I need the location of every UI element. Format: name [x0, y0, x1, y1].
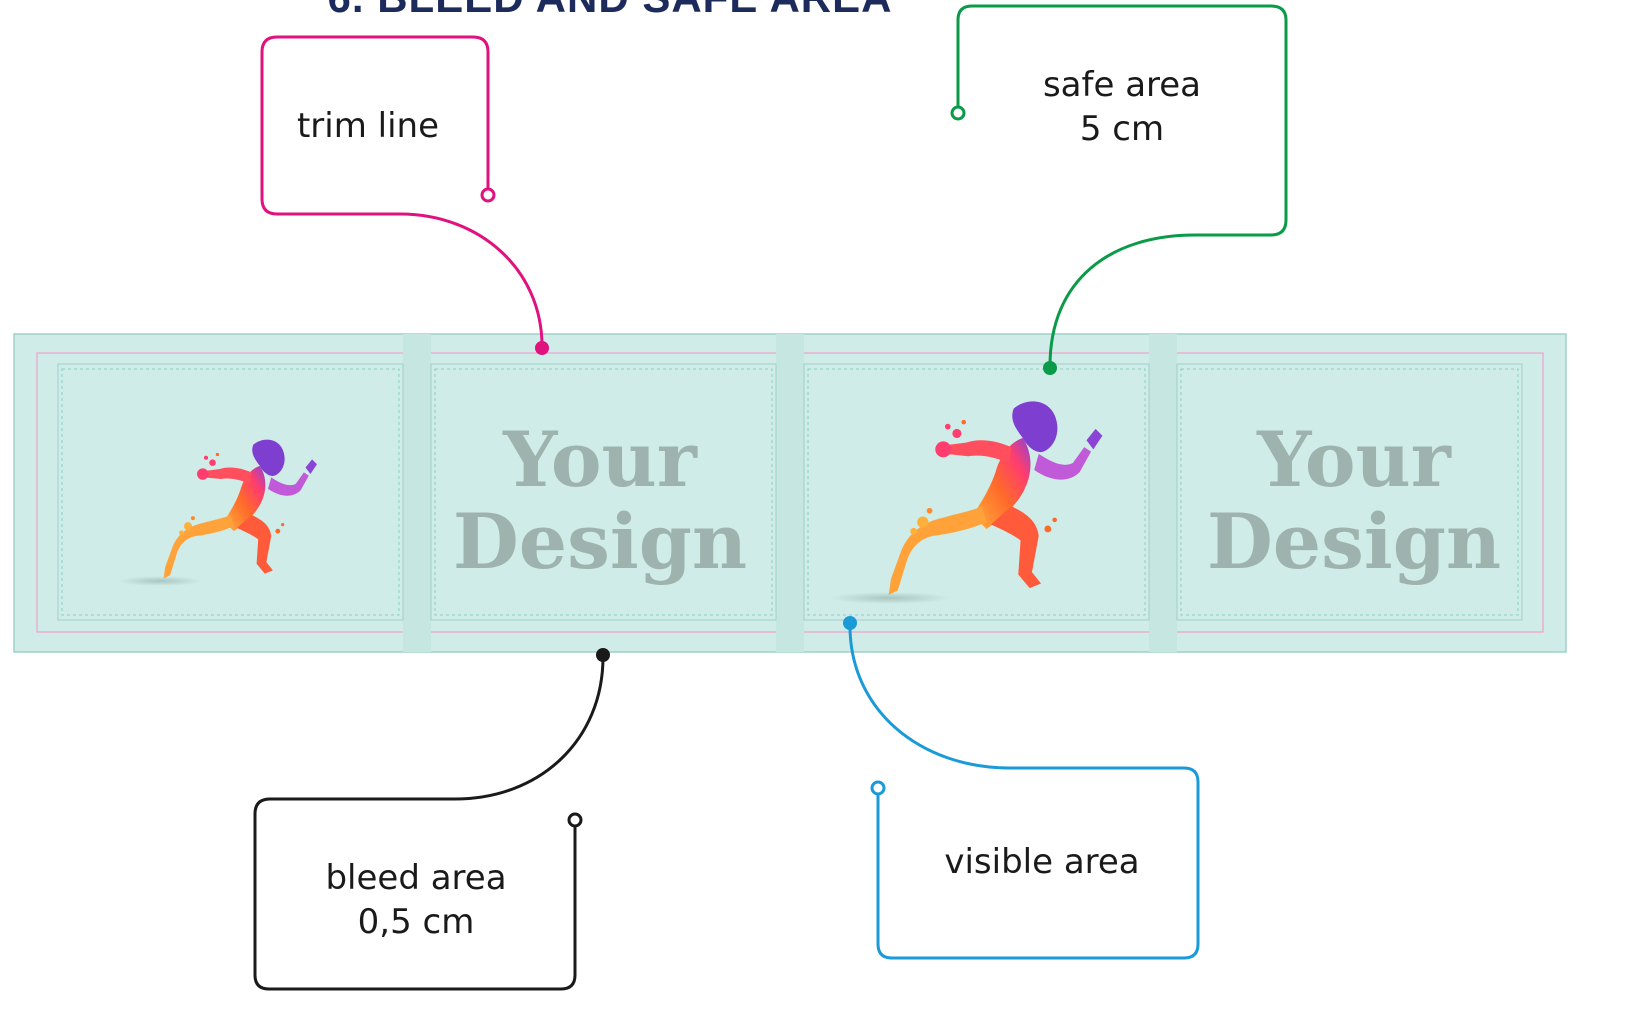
- connector-end-dot: [535, 341, 549, 355]
- callout-safe-label-line2: 5 cm: [1080, 109, 1164, 149]
- callout-bleed-label-line1: bleed area: [325, 858, 506, 898]
- callout-connector: [253, 656, 605, 991]
- panel-frame: [803, 363, 1150, 621]
- safe-area-rect: [807, 368, 1146, 616]
- diagram-title: 6. BLEED AND SAFE AREA: [328, 0, 893, 21]
- callout-connector: [848, 625, 1200, 960]
- panel-gap: [403, 334, 431, 652]
- callout-bleed-label-line2: 0,5 cm: [358, 902, 475, 942]
- callout-connector: [956, 4, 1288, 367]
- panel-1: [57, 363, 404, 621]
- panel-gap: [1149, 334, 1177, 652]
- design-text-line2: Design: [1207, 497, 1501, 586]
- connector-start-dot: [950, 105, 966, 121]
- runner-shadow: [830, 592, 950, 604]
- connector-end-dot: [843, 616, 857, 630]
- design-text-line1: Your: [502, 415, 698, 504]
- connector-end-dot: [596, 648, 610, 662]
- panel-frame: [430, 363, 777, 621]
- callout-safe-area: safe area 5 cm: [950, 4, 1288, 375]
- callout-connector: [260, 35, 544, 347]
- panel-frame: [1176, 363, 1523, 621]
- panel-frame: [57, 363, 404, 621]
- callout-visible-area: visible area: [843, 616, 1200, 960]
- safe-area-rect: [1180, 368, 1519, 616]
- callout-safe-label-line1: safe area: [1043, 65, 1201, 105]
- panel-4: Your Design: [1176, 363, 1523, 621]
- callout-visible-label: visible area: [944, 842, 1139, 882]
- panel-3: [803, 363, 1150, 621]
- design-text-line1: Your: [1256, 415, 1452, 504]
- runner-shadow: [118, 576, 202, 586]
- safe-area-rect: [434, 368, 773, 616]
- panel-gap: [776, 334, 804, 652]
- callout-trim-line: trim line: [260, 35, 549, 355]
- banner-strip: Your Design Your Design: [13, 333, 1567, 653]
- callout-bleed-area: bleed area 0,5 cm: [253, 648, 610, 991]
- connector-start-dot: [480, 187, 496, 203]
- callout-trim-label: trim line: [297, 106, 439, 146]
- safe-area-rect: [61, 368, 400, 616]
- connector-start-dot: [870, 780, 886, 796]
- connector-end-dot: [1043, 361, 1057, 375]
- panel-2: Your Design: [430, 363, 777, 621]
- design-text-line2: Design: [453, 497, 747, 586]
- connector-start-dot: [567, 812, 583, 828]
